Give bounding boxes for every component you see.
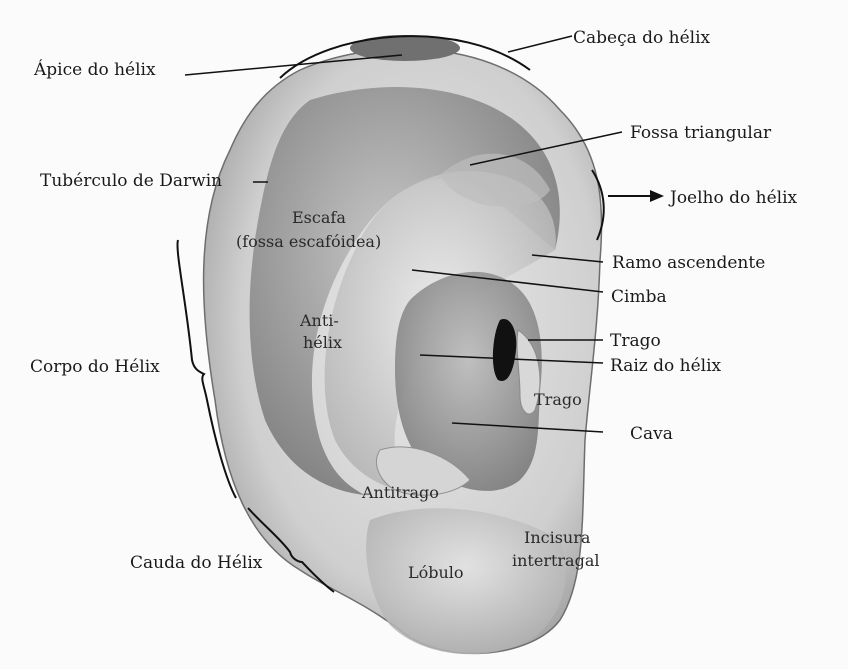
label-joelho-helix: Joelho do hélix — [670, 188, 797, 208]
label-cabeca-helix: Cabeça do hélix — [573, 28, 710, 48]
label-corpo-helix: Corpo do Hélix — [30, 357, 160, 377]
label-anti: Anti- — [300, 311, 339, 331]
label-apice-helix: Ápice do hélix — [34, 60, 156, 80]
helix-knee-arrowhead — [650, 190, 664, 202]
label-fossa-triangular: Fossa triangular — [630, 123, 771, 143]
label-cauda-helix: Cauda do Hélix — [130, 553, 262, 573]
label-trago-inner: Trago — [534, 390, 582, 410]
leader-cabeca — [508, 36, 572, 52]
label-cimba: Cimba — [611, 287, 667, 307]
label-intertragal: intertragal — [512, 551, 599, 571]
label-escafa: Escafa — [292, 208, 346, 228]
label-antitrago: Antitrago — [362, 483, 439, 503]
label-fossa-escafoidea: (fossa escafóidea) — [236, 232, 381, 252]
label-lobulo: Lóbulo — [408, 563, 464, 583]
label-cava: Cava — [630, 424, 673, 444]
label-helix-inner: hélix — [303, 333, 342, 353]
label-tuberculo-darwin: Tubérculo de Darwin — [40, 171, 222, 191]
label-raiz-helix: Raiz do hélix — [610, 356, 721, 376]
label-incisura: Incisura — [524, 528, 590, 548]
label-trago-top: Trago — [610, 331, 661, 351]
label-ramo-ascendente: Ramo ascendente — [612, 253, 765, 273]
